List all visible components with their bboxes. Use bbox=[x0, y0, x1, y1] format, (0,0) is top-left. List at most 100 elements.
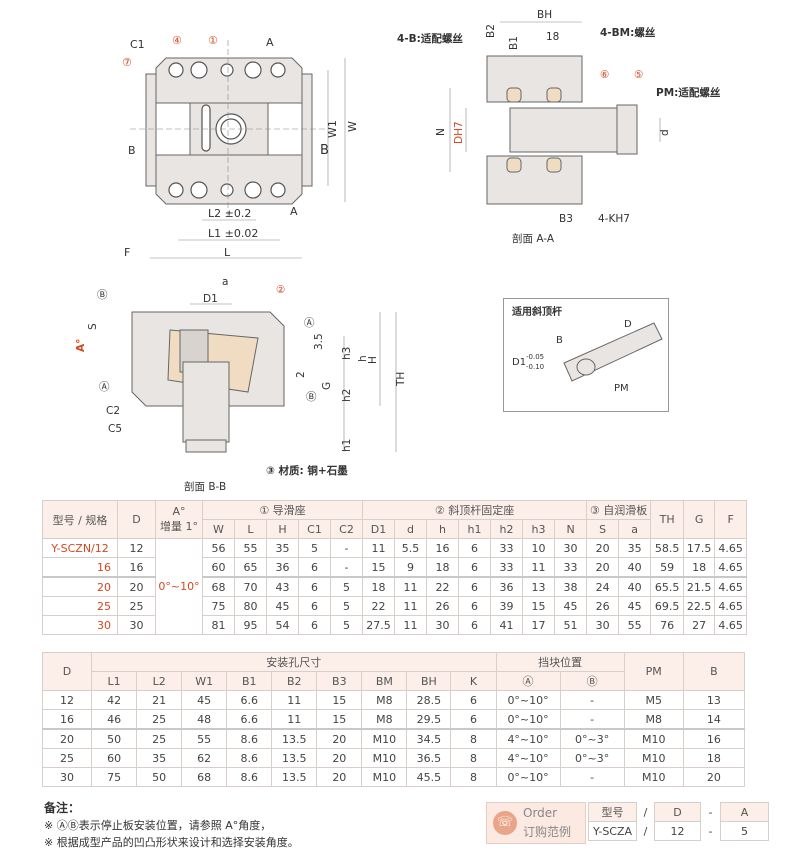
value-cell: 13 bbox=[522, 576, 556, 597]
value-cell: M5 bbox=[623, 690, 684, 710]
svg-text:d: d bbox=[659, 129, 671, 136]
header-d: D bbox=[117, 500, 156, 539]
svg-text:剖面 B-B: 剖面 B-B bbox=[184, 480, 226, 493]
value-cell: - bbox=[329, 557, 364, 578]
header-th: TH bbox=[650, 500, 685, 539]
value-cell: 36.5 bbox=[406, 748, 452, 768]
value-cell: 81 bbox=[202, 615, 235, 635]
value-cell: 11 bbox=[271, 690, 318, 710]
value-cell: 39 bbox=[490, 596, 524, 616]
svg-text:B: B bbox=[128, 144, 136, 157]
value-cell: 21 bbox=[136, 690, 183, 710]
svg-text:L1 ±0.02: L1 ±0.02 bbox=[208, 227, 258, 240]
value-cell: 59 bbox=[650, 557, 685, 578]
value-cell: 6 bbox=[298, 576, 331, 597]
value-cell: 4.65 bbox=[714, 576, 748, 597]
value-cell: 55 bbox=[618, 615, 652, 635]
order-model: Y-SCZA bbox=[588, 821, 637, 841]
svg-text:B3: B3 bbox=[559, 213, 573, 225]
value-cell: 60 bbox=[202, 557, 235, 578]
value-cell: M10 bbox=[623, 748, 684, 768]
angle-cell: 0°~10° bbox=[155, 538, 203, 635]
svg-text:18: 18 bbox=[546, 31, 559, 43]
value-cell: 40 bbox=[618, 576, 652, 597]
svg-text:A: A bbox=[290, 205, 298, 218]
value-cell: 62 bbox=[181, 748, 228, 768]
value-cell: 5.5 bbox=[394, 538, 428, 558]
value-cell: 6 bbox=[458, 557, 492, 578]
value-cell: 27.5 bbox=[362, 615, 396, 635]
value-cell: 15 bbox=[316, 690, 363, 710]
value-cell: 8.6 bbox=[226, 748, 273, 768]
value-cell: 55 bbox=[181, 728, 228, 749]
value-cell: 4°~10° bbox=[495, 748, 561, 768]
header-rod-seat: ② 斜顶杆固定座 bbox=[362, 500, 588, 520]
header-mount-holes: 安装孔尺寸 bbox=[91, 652, 497, 672]
svg-text:2: 2 bbox=[295, 371, 307, 378]
svg-text:h2: h2 bbox=[341, 389, 353, 402]
value-cell: 25 bbox=[41, 748, 93, 768]
value-cell: 0°~3° bbox=[559, 748, 625, 768]
value-cell: 38 bbox=[554, 576, 588, 597]
section-bb-drawing: a Ⓑ D1 ② S A° Ⓐ 3.5 h3 h H TH 2 G Ⓑ h2 Ⓐ… bbox=[75, 276, 407, 493]
value-cell: 11 bbox=[522, 557, 556, 578]
model-cell: Y-SCZN/12 bbox=[42, 538, 118, 558]
value-cell: 22 bbox=[426, 576, 460, 597]
value-cell: 6.6 bbox=[226, 709, 273, 730]
value-cell: 51 bbox=[554, 615, 588, 635]
value-cell: 27 bbox=[683, 615, 716, 635]
svg-text:B: B bbox=[320, 143, 329, 158]
svg-text:H: H bbox=[367, 356, 379, 364]
value-cell: 33 bbox=[490, 557, 524, 578]
value-cell: 21.5 bbox=[683, 576, 716, 597]
value-cell: 6 bbox=[458, 538, 492, 558]
value-cell: 22 bbox=[362, 596, 396, 616]
notes-title: 备注： bbox=[44, 801, 81, 815]
value-cell: 33 bbox=[554, 557, 588, 578]
value-cell: 6 bbox=[298, 557, 331, 578]
col-header: C2 bbox=[329, 519, 364, 539]
value-cell: 6 bbox=[298, 615, 331, 635]
value-cell: M8 bbox=[361, 690, 408, 710]
value-cell: 20 bbox=[586, 557, 620, 578]
value-cell: 68 bbox=[202, 576, 235, 597]
value-cell: 45 bbox=[181, 690, 228, 710]
value-cell: 20 bbox=[682, 767, 746, 787]
svg-text:h1: h1 bbox=[341, 439, 353, 452]
value-cell: 15 bbox=[316, 709, 363, 730]
value-cell: 6.6 bbox=[226, 690, 273, 710]
svg-text:L: L bbox=[224, 246, 231, 259]
value-cell: 0°~10° bbox=[495, 690, 561, 710]
svg-text:L2 ±0.2: L2 ±0.2 bbox=[208, 207, 251, 220]
value-cell: 12 bbox=[41, 690, 93, 710]
order-h-a: A bbox=[720, 802, 769, 822]
value-cell: 34.5 bbox=[406, 728, 452, 749]
svg-text:W: W bbox=[346, 121, 359, 132]
value-cell: 36 bbox=[490, 576, 524, 597]
col-header: W bbox=[202, 519, 235, 539]
value-cell: 8 bbox=[450, 767, 497, 787]
value-cell: 45 bbox=[554, 596, 588, 616]
value-cell: M10 bbox=[361, 728, 408, 749]
value-cell: 13.5 bbox=[271, 728, 318, 749]
value-cell: 9 bbox=[394, 557, 428, 578]
svg-text:D1: D1 bbox=[203, 293, 218, 305]
svg-text:PM:适配螺丝: PM:适配螺丝 bbox=[656, 86, 721, 99]
svg-text:BH: BH bbox=[537, 9, 552, 21]
value-cell: 30 bbox=[41, 767, 93, 787]
d-cell: 30 bbox=[117, 615, 156, 635]
svg-text:B1: B1 bbox=[508, 36, 520, 50]
value-cell: 14 bbox=[682, 709, 746, 730]
model-cell: 20 bbox=[42, 576, 118, 597]
value-cell: 22.5 bbox=[683, 596, 716, 616]
order-sep: / bbox=[643, 824, 648, 838]
svg-text:N: N bbox=[435, 128, 447, 136]
value-cell: 48 bbox=[181, 709, 228, 730]
value-cell: 8.6 bbox=[226, 767, 273, 787]
svg-text:B: B bbox=[556, 335, 563, 346]
order-sep: / bbox=[643, 805, 648, 819]
value-cell: 5 bbox=[298, 538, 331, 558]
